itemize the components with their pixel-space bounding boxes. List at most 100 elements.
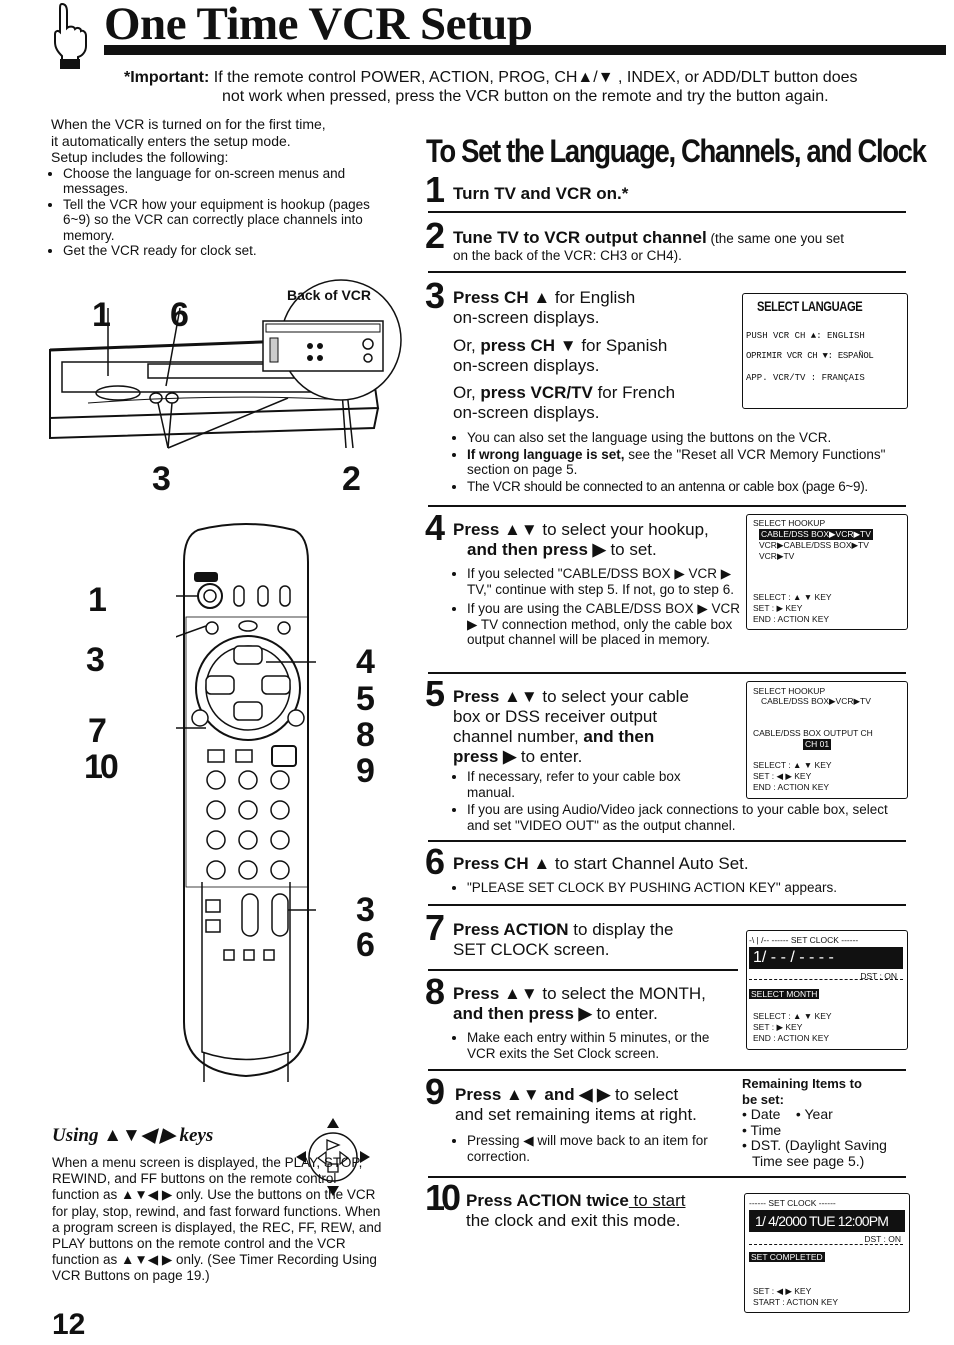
list-item: Date xyxy=(750,1106,781,1122)
step-7-line2: SET CLOCK screen. xyxy=(453,940,610,959)
list-item: Make each entry within 5 minutes, or the… xyxy=(467,1030,733,1061)
step-5-note-1: If necessary, refer to your cable box ma… xyxy=(453,769,693,801)
list-item: Pressing ◀ will move back to an item for… xyxy=(467,1133,723,1164)
page-title: One Time VCR Setup xyxy=(104,0,533,50)
step-4-l2-bold: and then press ▶ xyxy=(467,540,606,559)
vcr-callout-3: 3 xyxy=(152,460,171,498)
step-9-text: Press ▲▼ and ◀ ▶ to select and set remai… xyxy=(455,1085,740,1125)
vcr-front-illustration xyxy=(48,268,408,498)
divider xyxy=(428,505,906,507)
hand-pointer-icon xyxy=(52,2,88,72)
osd-dash xyxy=(749,1244,903,1245)
important-note-line2: not work when pressed, press the VCR but… xyxy=(222,88,829,105)
step-3-p3-pre: Or, xyxy=(453,383,481,402)
step-5-number: 5 xyxy=(425,673,445,714)
remote-callout-4: 4 xyxy=(356,643,375,681)
list-item: Time xyxy=(750,1121,782,1138)
osd-highlight: CABLE/DSS BOX▶VCR▶TV xyxy=(759,529,873,540)
osd-key: SET : ◀ ▶ KEY xyxy=(753,1286,812,1296)
step-8-l2-rest: to enter. xyxy=(591,1004,658,1023)
step-7-bold: Press ACTION xyxy=(453,920,569,939)
osd-select-hookup: SELECT HOOKUP CABLE/DSS BOX▶VCR▶TV VCR▶C… xyxy=(746,514,908,630)
back-of-vcr-label: Back of VCR xyxy=(287,287,372,303)
step-10-line2: the clock and exit this mode. xyxy=(466,1211,681,1230)
important-label: *Important: xyxy=(124,69,210,86)
step-3-notes: You can also set the language using the … xyxy=(453,430,923,495)
osd-select-language: SELECT LANGUAGE PUSH VCR CH ▲: ENGLISH O… xyxy=(742,293,908,409)
remaining-row: • DST. (Daylight Saving Time see page 5.… xyxy=(742,1137,887,1169)
using-keys-title: Using ▲▼◀ ▶ keys xyxy=(52,1125,214,1146)
remote-callout-1: 1 xyxy=(88,581,107,619)
bullet-rest: see the "Reset all VCR Memory Functions"… xyxy=(467,446,886,478)
step-2-rest: (the same one you set xyxy=(706,231,845,246)
step-3-p3-line2: on-screen displays. xyxy=(453,403,600,422)
remote-callout-7: 7 xyxy=(88,712,107,750)
list-item: If necessary, refer to your cable box ma… xyxy=(467,769,693,800)
step-5-l3: channel number, xyxy=(453,727,584,746)
step-2-number: 2 xyxy=(425,215,445,256)
osd-option: VCR▶CABLE/DSS BOX▶TV xyxy=(759,540,869,550)
remote-callout-6: 6 xyxy=(356,926,375,964)
remaining-row: • Date • Year xyxy=(742,1106,833,1122)
page-number: 12 xyxy=(52,1308,86,1341)
step-3-number: 3 xyxy=(425,275,445,316)
step-9-l1-rest: to select xyxy=(610,1085,679,1104)
osd-key: END : ACTION KEY xyxy=(753,782,830,792)
step-5-l4-rest: to enter. xyxy=(516,747,583,766)
step-10-bold: Press ACTION twice xyxy=(466,1191,629,1210)
step-8-text: Press ▲▼ to select the MONTH, and then p… xyxy=(453,984,743,1024)
step-10-text: Press ACTION twice to start the clock an… xyxy=(466,1191,736,1231)
list-item: Tell the VCR how your equipment is hooku… xyxy=(63,197,373,244)
remote-callout-10: 10 xyxy=(84,748,119,786)
step-4-text: Press ▲▼ to select your hookup, and then… xyxy=(453,520,743,560)
step-5-l1-rest: to select your cable xyxy=(537,687,689,706)
list-item: Choose the language for on-screen menus … xyxy=(63,166,373,197)
divider xyxy=(428,840,906,842)
list-item: The VCR should be connected to an antenn… xyxy=(467,479,923,495)
osd-key: SET : ▶ KEY xyxy=(753,603,803,613)
step-5-l2: box or DSS receiver output xyxy=(453,707,658,726)
osd-row: PUSH VCR CH ▲: ENGLISH xyxy=(746,331,865,341)
osd-status: SET COMPLETED xyxy=(749,1252,825,1262)
intro-line-1: When the VCR is turned on for the first … xyxy=(51,116,326,132)
step-4-number: 4 xyxy=(425,507,445,548)
osd-dash xyxy=(749,979,903,980)
divider xyxy=(428,1176,906,1178)
step-8-l1-rest: to select the MONTH, xyxy=(537,984,706,1003)
osd-row: OPRIMIR VCR CH ▼: ESPAÑOL xyxy=(746,351,874,361)
step-6-note: "PLEASE SET CLOCK BY PUSHING ACTION KEY"… xyxy=(453,880,913,897)
step-4-l1-rest: to select your hookup, xyxy=(537,520,709,539)
step-3-p3-bold: press VCR/TV xyxy=(480,383,593,402)
step-3-p2-bold: press CH ▼ xyxy=(480,336,577,355)
step-3-para-2: Or, press CH ▼ for Spanish on-screen dis… xyxy=(453,336,743,376)
step-9-number: 9 xyxy=(425,1071,445,1112)
osd-key: END : ACTION KEY xyxy=(753,1033,830,1043)
osd-key: SELECT : ▲ ▼ KEY xyxy=(753,1011,832,1021)
vcr-callout-2: 2 xyxy=(342,460,361,498)
remote-callout-9: 9 xyxy=(356,752,375,790)
osd-option-selected: CABLE/DSS BOX▶VCR▶TV xyxy=(759,529,873,540)
osd-lcd: 1/ - - / - - - - xyxy=(749,947,903,969)
step-7-text: Press ACTION to display the SET CLOCK sc… xyxy=(453,920,743,960)
step-2-bold: Tune TV to VCR output channel xyxy=(453,228,707,247)
divider xyxy=(428,672,906,674)
osd-top: -\ | /-- ------ SET CLOCK ------ xyxy=(749,935,859,945)
step-8-note: Make each entry within 5 minutes, or the… xyxy=(453,1030,733,1062)
step-10-rest: to start xyxy=(628,1191,686,1210)
step-3-p2-line2: on-screen displays. xyxy=(453,356,600,375)
list-item: "PLEASE SET CLOCK BY PUSHING ACTION KEY"… xyxy=(467,880,913,896)
step-5-l1-bold: Press ▲▼ xyxy=(453,687,538,706)
osd-key: END : ACTION KEY xyxy=(753,614,830,624)
step-5-note-2: If you are using Audio/Video jack connec… xyxy=(453,802,913,834)
list-item: If you selected "CABLE/DSS BOX ▶ VCR ▶ T… xyxy=(467,566,743,597)
osd-title: SELECT HOOKUP xyxy=(753,518,826,528)
step-3-p1-bold: Press CH ▲ xyxy=(453,288,551,307)
step-10-number: 10 xyxy=(425,1177,461,1218)
step-5-l3-bold: and then xyxy=(583,727,655,746)
osd-value: CH 01 xyxy=(803,739,832,750)
divider xyxy=(428,211,906,213)
osd-key: SET : ◀ ▶ KEY xyxy=(753,771,812,781)
dpad-icon xyxy=(296,1118,370,1196)
osd-set-clock: -\ | /-- ------ SET CLOCK ------ 1/ - - … xyxy=(746,930,908,1050)
divider xyxy=(428,1069,906,1071)
